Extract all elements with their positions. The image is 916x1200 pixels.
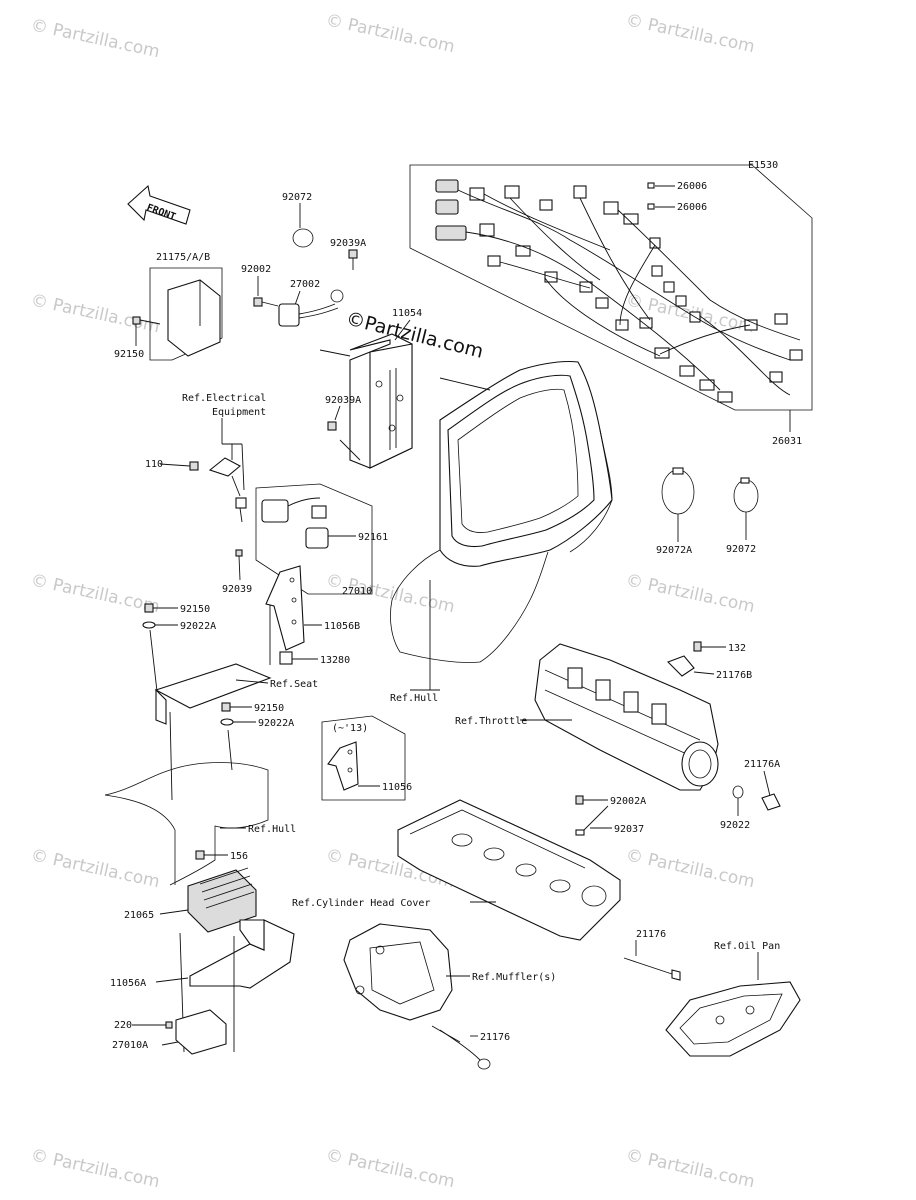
watermark: © Partzilla.com: [29, 845, 161, 892]
part-number-92002[interactable]: 92002: [241, 264, 271, 275]
seat-bracket-group: 92150 92022A Ref.Seat 92150 92022A: [142, 603, 318, 729]
watermark: © Partzilla.com: [624, 1145, 756, 1192]
part-number-92039a[interactable]: 92039A: [325, 395, 361, 406]
muffler-group: Ref.Muffler(s) 21176: [343, 923, 556, 1070]
cylinder-head-group: 92002A 92037 Ref.Cylinder Head Cover: [292, 795, 646, 941]
diagram-code: E1530: [748, 160, 778, 171]
watermark: © Partzilla.com: [29, 290, 161, 337]
watermark: © Partzilla.com: [624, 10, 756, 57]
part-number-21176b[interactable]: 21176B: [716, 670, 752, 681]
part-number-27010a[interactable]: 27010A: [112, 1040, 148, 1051]
part-number-92022a[interactable]: 92022A: [180, 621, 216, 632]
part-number-92150[interactable]: 92150: [180, 604, 210, 615]
bracket-11056b-group: 11056B 13280: [265, 565, 360, 666]
ref-hull-label[interactable]: Ref.Hull: [248, 824, 296, 835]
watermarks: © Partzilla.com © Partzilla.com © Partzi…: [29, 10, 756, 1192]
part-number-220[interactable]: 220: [114, 1020, 132, 1031]
part-number-92072a[interactable]: 92072A: [656, 545, 692, 556]
ref-hull-label[interactable]: Ref.Hull: [390, 693, 438, 704]
front-arrow: FRONT: [127, 184, 191, 225]
clamp-92072-top: 92072: [282, 192, 314, 248]
watermark: © Partzilla.com: [624, 570, 756, 617]
bracket-11054: 11054: [319, 308, 422, 469]
part-number-11056[interactable]: 11056: [382, 782, 412, 793]
watermark: © Partzilla.com: [324, 1145, 456, 1192]
part-number-21176a[interactable]: 21176A: [744, 759, 780, 770]
part-number-92022a[interactable]: 92022A: [258, 718, 294, 729]
watermark: © Partzilla.com: [624, 845, 756, 892]
hull-upper-shape: Ref.Hull: [390, 360, 613, 704]
ref-electrical-label[interactable]: Ref.Electrical: [182, 393, 266, 404]
part-number-92039a[interactable]: 92039A: [330, 238, 366, 249]
bolt-92039a-top: 92039A: [330, 238, 366, 270]
part-number-21176[interactable]: 21176: [480, 1032, 510, 1043]
part-number-156[interactable]: 156: [230, 851, 248, 862]
ref-equipment-label[interactable]: Equipment: [212, 407, 266, 418]
part-number-26006[interactable]: 26006: [677, 181, 707, 192]
ref-electrical-group: Ref.Electrical Equipment 110 92039A: [145, 393, 361, 523]
ecu-21175-group: 21175/A/B 92150: [114, 252, 223, 361]
ref-seat-label[interactable]: Ref.Seat: [270, 679, 318, 690]
throttle-group: 132 21176B Ref.Throttle 21176A 92022: [455, 641, 781, 831]
main-harness-group: E1530: [409, 160, 813, 447]
watermark: © Partzilla.com: [324, 10, 456, 57]
part-number-132[interactable]: 132: [728, 643, 746, 654]
part-number-11056b[interactable]: 11056B: [324, 621, 360, 632]
ref-oil-pan-label[interactable]: Ref.Oil Pan: [714, 941, 780, 952]
part-number-92150[interactable]: 92150: [114, 349, 144, 360]
part-number-26006[interactable]: 26006: [677, 202, 707, 213]
part-number-21065[interactable]: 21065: [124, 910, 154, 921]
part-number-13280[interactable]: 13280: [320, 655, 350, 666]
part-number-11054[interactable]: 11054: [392, 308, 422, 319]
part-number-92037[interactable]: 92037: [614, 824, 644, 835]
year-note[interactable]: (~'13): [332, 723, 368, 734]
part-number-21175[interactable]: 21175/A/B: [156, 252, 210, 263]
part-number-92161[interactable]: 92161: [358, 532, 388, 543]
part-number-27002[interactable]: 27002: [290, 279, 320, 290]
watermark: © Partzilla.com: [29, 1145, 161, 1192]
part-number-92022[interactable]: 92022: [720, 820, 750, 831]
ref-muffler-label[interactable]: Ref.Muffler(s): [472, 972, 556, 983]
oil-pan-group: 21176 Ref.Oil Pan: [623, 929, 801, 1057]
ref-cylinder-head-label[interactable]: Ref.Cylinder Head Cover: [292, 898, 430, 909]
hull-lower-shape: Ref.Hull: [104, 711, 296, 886]
watermark: © Partzilla.com: [29, 15, 161, 62]
ref-throttle-label[interactable]: Ref.Throttle: [455, 716, 527, 727]
relay-27002-group: 92002 27002: [241, 264, 344, 327]
watermark: © Partzilla.com: [29, 570, 161, 617]
part-number-110[interactable]: 110: [145, 459, 163, 470]
clamps-right: 92072A 92072: [656, 467, 759, 556]
relay-27010-group: 92161 27010 92039: [222, 483, 388, 597]
part-number-27010[interactable]: 27010: [342, 586, 372, 597]
part-number-21176[interactable]: 21176: [636, 929, 666, 940]
part-number-11056a[interactable]: 11056A: [110, 978, 146, 989]
part-number-26031[interactable]: 26031: [772, 436, 802, 447]
regulator-group: 156 21065 11056A 220 27010A: [110, 850, 295, 1055]
bracket-11056-box: (~'13) 11056: [321, 715, 412, 801]
part-number-92002a[interactable]: 92002A: [610, 796, 646, 807]
part-number-92072[interactable]: 92072: [282, 192, 312, 203]
part-number-92072[interactable]: 92072: [726, 544, 756, 555]
part-number-92039[interactable]: 92039: [222, 584, 252, 595]
part-number-92150[interactable]: 92150: [254, 703, 284, 714]
